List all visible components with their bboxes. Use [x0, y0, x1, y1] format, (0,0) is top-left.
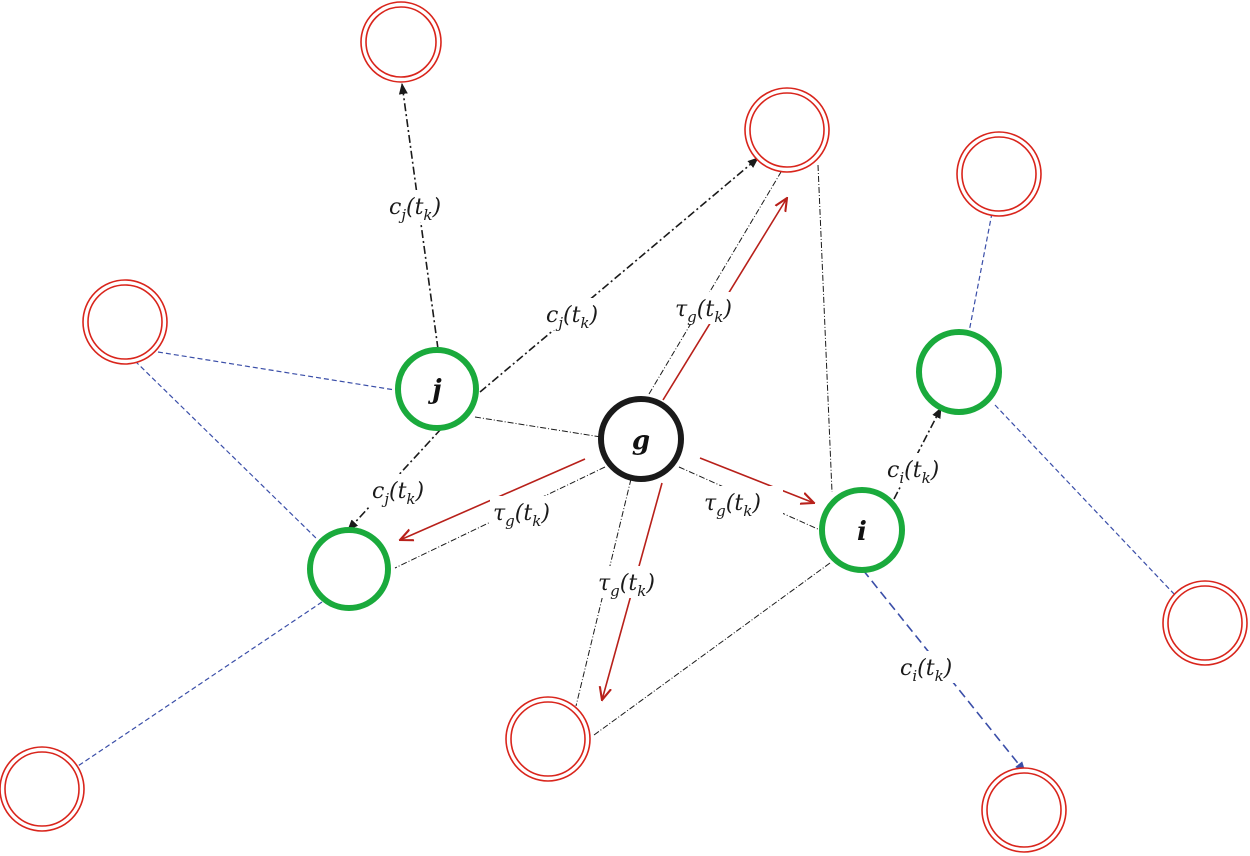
red-node-top-center: [744, 87, 830, 173]
green-node-right: [916, 329, 1002, 415]
label-tau-left: τg(tk): [490, 496, 572, 530]
edge-red-right-top-to-green-right: [968, 212, 993, 333]
label-tau-up: τg(tk): [672, 292, 754, 326]
svg-text:τg(tk): τg(tk): [598, 571, 655, 600]
label-cj-up: cj(tk): [386, 190, 468, 224]
tau-arrow-right: [699, 457, 814, 503]
edge-labels: cj(tk) cj(tk) cj(tk) τg(tk) τg(tk) τg(tk…: [369, 190, 977, 685]
red-node-bottom-center: [505, 696, 591, 782]
red-node-left: [82, 279, 168, 365]
green-node-j: [395, 347, 479, 431]
svg-text:cj(tk): cj(tk): [546, 303, 598, 332]
edge-green-left-to-red-bottom-left: [74, 601, 323, 769]
svg-text:cj(tk): cj(tk): [389, 195, 441, 224]
node-label-i: i: [857, 517, 867, 547]
red-node-bottom-left: [0, 746, 85, 832]
green-node-left: [307, 527, 391, 611]
green-nodes: [307, 329, 1002, 611]
node-label-g: g: [632, 426, 650, 456]
blue-dashed-edges: [74, 212, 1176, 769]
edge-i-to-red-bottom-center: [593, 562, 831, 736]
label-ci-down: ci(tk): [897, 651, 977, 685]
edge-g-to-red-bottom-center: [575, 478, 632, 707]
red-node-bottom-right: [981, 767, 1067, 853]
edge-green-right-to-red-right: [994, 404, 1176, 596]
edge-g-to-red-top-center: [648, 171, 782, 395]
arrow-j-to-red-top-center: [479, 157, 759, 393]
label-tau-right: τg(tk): [701, 486, 783, 520]
label-ci-up: ci(tk): [884, 453, 964, 487]
edge-red-left-to-green-left: [134, 360, 319, 541]
red-node-right: [1162, 580, 1248, 666]
black-node-g: [598, 396, 684, 482]
edge-j-to-g: [474, 416, 602, 438]
svg-text:τg(tk): τg(tk): [704, 491, 761, 520]
label-tau-down: τg(tk): [595, 566, 677, 600]
svg-text:τg(tk): τg(tk): [675, 297, 732, 326]
edge-g-to-green-left: [394, 466, 606, 569]
label-cj-right: cj(tk): [543, 298, 625, 332]
red-node-top-right: [956, 131, 1042, 217]
svg-text:τg(tk): τg(tk): [493, 501, 550, 530]
edge-red-top-center-to-i: [817, 164, 833, 493]
svg-text:ci(tk): ci(tk): [887, 458, 939, 487]
label-cj-down: cj(tk): [369, 474, 451, 508]
edge-red-left-to-j: [157, 351, 396, 391]
green-node-i: [819, 487, 905, 573]
red-node-top: [360, 1, 442, 83]
svg-text:cj(tk): cj(tk): [372, 479, 424, 508]
svg-text:ci(tk): ci(tk): [900, 656, 952, 685]
